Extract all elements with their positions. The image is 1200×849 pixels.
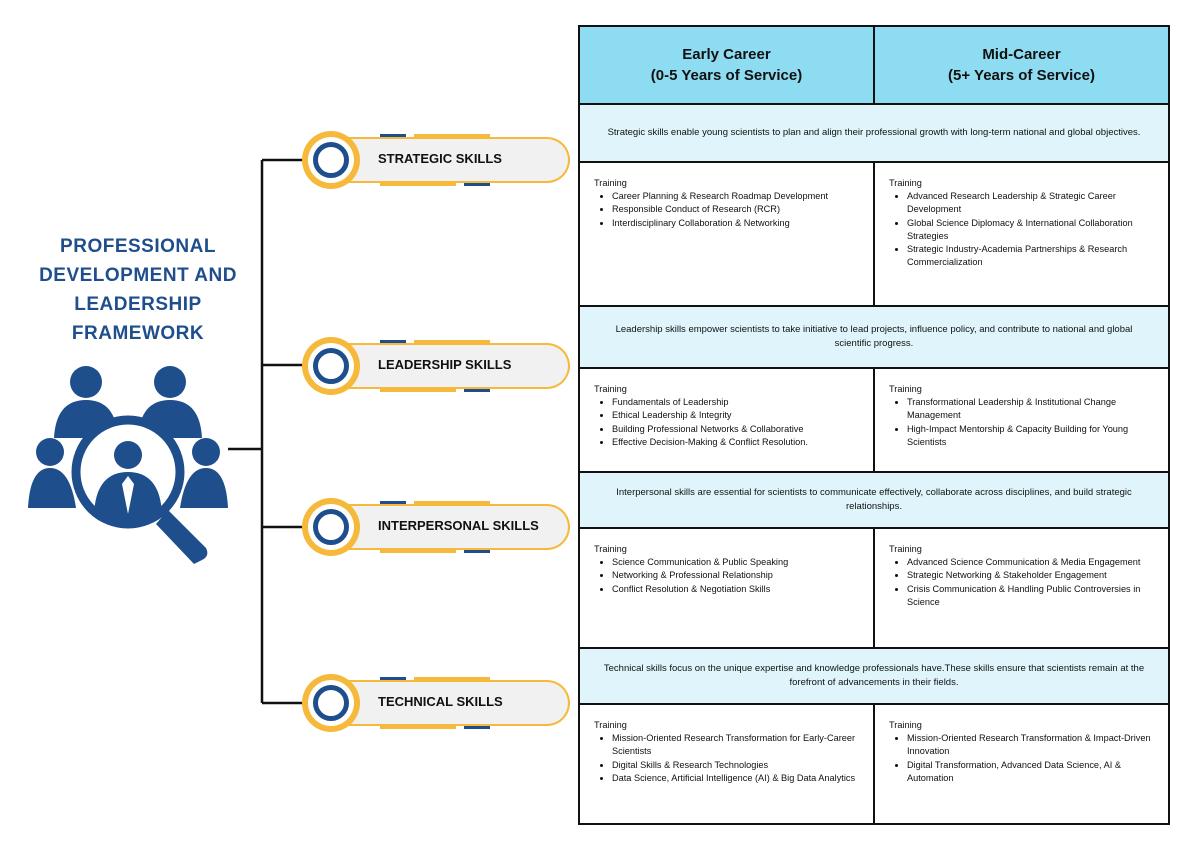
ring-icon (302, 674, 360, 732)
ring-icon (302, 498, 360, 556)
list-item: Effective Decision-Making & Conflict Res… (612, 436, 863, 449)
people-magnifier-icon (28, 366, 228, 564)
framework-title: PROFESSIONAL DEVELOPMENT AND LEADERSHIP … (18, 232, 258, 348)
list-item: Strategic Industry-Academia Partnerships… (907, 243, 1158, 269)
list-item: Fundamentals of Leadership (612, 396, 863, 409)
list-item: Interdisciplinary Collaboration & Networ… (612, 217, 863, 230)
list-item: Networking & Professional Relationship (612, 569, 863, 582)
list-item: Ethical Leadership & Integrity (612, 409, 863, 422)
list-item: Data Science, Artificial Intelligence (A… (612, 772, 863, 785)
table-row: Training Fundamentals of Leadership Ethi… (580, 369, 1168, 473)
training-heading: Training (889, 384, 922, 394)
table-header: Early Career (0-5 Years of Service) Mid-… (580, 27, 1168, 105)
training-cell-mid: Training Advanced Science Communication … (875, 529, 1168, 647)
training-heading: Training (889, 720, 922, 730)
list-item: Advanced Science Communication & Media E… (907, 556, 1158, 569)
title-line: DEVELOPMENT AND (39, 265, 237, 286)
framework-table: Early Career (0-5 Years of Service) Mid-… (578, 25, 1170, 825)
list-item: Science Communication & Public Speaking (612, 556, 863, 569)
connector-lines (228, 158, 304, 705)
training-heading: Training (889, 178, 922, 188)
training-heading: Training (594, 178, 627, 188)
skill-description: Technical skills focus on the unique exp… (580, 649, 1168, 705)
column-header-mid: Mid-Career (5+ Years of Service) (875, 27, 1168, 103)
skill-description: Interpersonal skills are essential for s… (580, 473, 1168, 529)
list-item: Responsible Conduct of Research (RCR) (612, 203, 863, 216)
list-item: Global Science Diplomacy & International… (907, 217, 1158, 243)
table-row: Training Science Communication & Public … (580, 529, 1168, 649)
title-line: LEADERSHIP (74, 294, 202, 315)
training-heading: Training (889, 544, 922, 554)
skill-pill-technical: TECHNICAL SKILLS (302, 674, 572, 732)
list-item: Advanced Research Leadership & Strategic… (907, 190, 1158, 216)
skill-pill-leadership: LEADERSHIP SKILLS (302, 337, 572, 395)
list-item: Conflict Resolution & Negotiation Skills (612, 583, 863, 596)
list-item: Strategic Networking & Stakeholder Engag… (907, 569, 1158, 582)
ring-icon (302, 131, 360, 189)
skill-label: TECHNICAL SKILLS (378, 694, 503, 709)
training-heading: Training (594, 544, 627, 554)
training-cell-early: Training Fundamentals of Leadership Ethi… (580, 369, 875, 471)
list-item: Digital Transformation, Advanced Data Sc… (907, 759, 1158, 785)
column-title: Early Career (682, 46, 771, 63)
training-heading: Training (594, 384, 627, 394)
list-item: Career Planning & Research Roadmap Devel… (612, 190, 863, 203)
skill-description: Strategic skills enable young scientists… (580, 105, 1168, 163)
list-item: Digital Skills & Research Technologies (612, 759, 863, 772)
skill-pill-interpersonal: INTERPERSONAL SKILLS (302, 498, 572, 556)
list-item: Mission-Oriented Research Transformation… (612, 732, 863, 758)
training-cell-early: Training Career Planning & Research Road… (580, 163, 875, 305)
training-cell-mid: Training Advanced Research Leadership & … (875, 163, 1168, 305)
list-item: High-Impact Mentorship & Capacity Buildi… (907, 423, 1158, 449)
column-subtitle: (5+ Years of Service) (948, 67, 1095, 84)
training-cell-early: Training Science Communication & Public … (580, 529, 875, 647)
skill-pill-strategic: STRATEGIC SKILLS (302, 131, 572, 189)
column-header-early: Early Career (0-5 Years of Service) (580, 27, 875, 103)
list-item: Transformational Leadership & Institutio… (907, 396, 1158, 422)
skill-description: Leadership skills empower scientists to … (580, 307, 1168, 369)
training-cell-mid: Training Mission-Oriented Research Trans… (875, 705, 1168, 823)
column-subtitle: (0-5 Years of Service) (650, 67, 803, 84)
table-row: Training Career Planning & Research Road… (580, 163, 1168, 307)
title-line: FRAMEWORK (71, 323, 205, 344)
list-item: Building Professional Networks & Collabo… (612, 423, 863, 436)
column-title: Mid-Career (982, 46, 1061, 63)
skill-label: INTERPERSONAL SKILLS (378, 518, 539, 533)
skill-label: LEADERSHIP SKILLS (378, 357, 512, 372)
ring-icon (302, 337, 360, 395)
list-item: Mission-Oriented Research Transformation… (907, 732, 1158, 758)
training-cell-mid: Training Transformational Leadership & I… (875, 369, 1168, 471)
list-item: Crisis Communication & Handling Public C… (907, 583, 1158, 609)
title-line: PROFESSIONAL (60, 236, 216, 257)
training-cell-early: Training Mission-Oriented Research Trans… (580, 705, 875, 823)
training-heading: Training (594, 720, 627, 730)
table-row: Training Mission-Oriented Research Trans… (580, 705, 1168, 823)
skill-label: STRATEGIC SKILLS (378, 151, 502, 166)
